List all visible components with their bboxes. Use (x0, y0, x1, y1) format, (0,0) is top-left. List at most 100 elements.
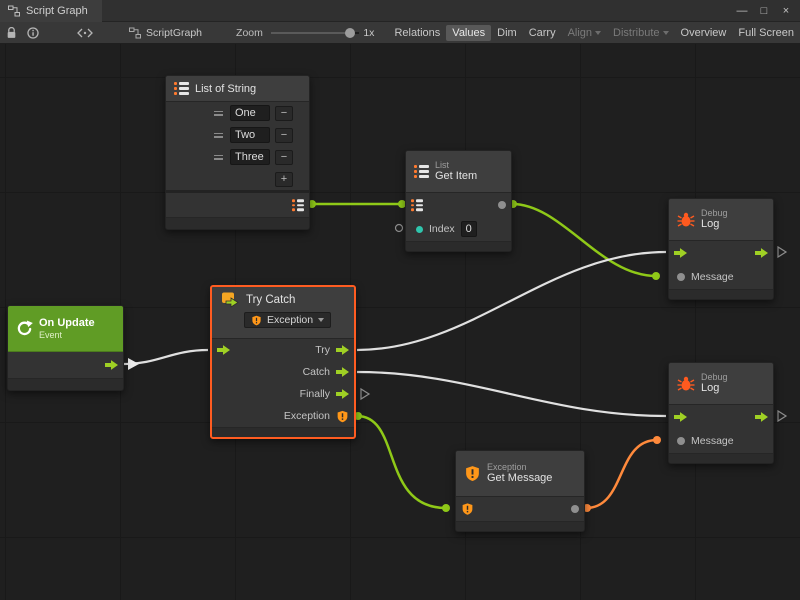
graph-canvas[interactable]: List of String One − Two − Three − + (0, 44, 800, 600)
align-dropdown[interactable]: Align (562, 25, 607, 41)
try-output-port[interactable] (336, 345, 349, 355)
node-title: List of String (195, 82, 257, 95)
finally-output-port[interactable] (336, 389, 349, 399)
item-output-port[interactable] (498, 201, 506, 209)
list-output-port[interactable] (292, 199, 304, 211)
relations-button[interactable]: Relations (394, 26, 441, 39)
message-output-port[interactable] (571, 505, 579, 513)
list-item-field-2[interactable]: Three (230, 149, 270, 165)
add-item-button[interactable]: + (275, 171, 293, 187)
message-port-row: Message (669, 429, 773, 453)
node-category: Debug (701, 371, 728, 382)
lock-icon[interactable] (6, 26, 17, 39)
wire-try-to-log[interactable] (356, 250, 667, 352)
list-item-field-0[interactable]: One (230, 105, 270, 121)
message-input-port[interactable] (677, 273, 685, 281)
node-category: Debug (701, 207, 728, 218)
wire-catch-to-log[interactable] (356, 370, 667, 418)
titlebar: Script Graph — □ × (0, 0, 800, 22)
fullscreen-button[interactable]: Full Screen (738, 26, 794, 39)
node-debug-log-top[interactable]: Debug Log Message (668, 198, 774, 300)
info-icon[interactable] (27, 26, 39, 39)
wire-endpoint-dot (442, 504, 450, 512)
node-footer (212, 427, 354, 437)
catch-output-port[interactable] (336, 367, 349, 377)
node-title: Log (701, 218, 720, 231)
node-footer (669, 289, 773, 299)
list-input-port[interactable] (411, 199, 423, 211)
zoom-label: Zoom (236, 26, 263, 39)
node-on-update[interactable]: On Update Event (7, 305, 124, 391)
flow-output-port[interactable] (755, 412, 768, 422)
window-controls: — □ × (736, 5, 800, 17)
exception-output-port[interactable] (336, 410, 349, 423)
node-header: Debug Log (669, 199, 773, 241)
flow-input-port[interactable] (674, 412, 687, 422)
node-get-message[interactable]: Exception Get Message (455, 450, 585, 532)
dropdown-value: Exception (267, 314, 314, 326)
node-debug-log-bottom[interactable]: Debug Log Message (668, 362, 774, 464)
values-button[interactable]: Values (446, 24, 492, 41)
wire-getitem-to-log[interactable] (511, 202, 657, 278)
bug-icon (677, 376, 695, 391)
flow-continuation-triangle[interactable] (360, 387, 371, 401)
breadcrumb[interactable]: ScriptGraph (146, 26, 203, 39)
overview-button[interactable]: Overview (680, 26, 727, 39)
breadcrumb-graph-icon (129, 27, 141, 39)
carry-button[interactable]: Carry (528, 26, 556, 39)
list-item-field-1[interactable]: Two (230, 127, 270, 143)
drag-handle-icon[interactable] (214, 110, 223, 116)
list-icon (174, 82, 189, 95)
flow-input-port[interactable] (674, 248, 687, 258)
zoom-slider-handle[interactable] (344, 27, 355, 38)
node-header: Try Catch Exception (212, 287, 354, 339)
wire-update-to-trycatch[interactable] (123, 348, 209, 366)
message-input-port[interactable] (677, 437, 685, 445)
node-footer (406, 241, 511, 251)
zoom-slider-fill (270, 31, 349, 34)
minimize-icon[interactable]: — (736, 4, 748, 17)
zoom-slider[interactable] (270, 27, 359, 39)
warning-icon (466, 466, 479, 481)
flow-continuation-triangle[interactable] (777, 245, 788, 259)
node-list-of-string[interactable]: List of String One − Two − Three − + (165, 75, 310, 230)
index-input-port[interactable] (416, 225, 423, 233)
distribute-label: Distribute (613, 26, 660, 39)
node-get-item[interactable]: List Get Item Index 0 (405, 150, 512, 252)
wire-endpoint-dot (583, 504, 591, 512)
tab-script-graph[interactable]: Script Graph (0, 0, 102, 22)
wire-getmessage-to-log[interactable] (585, 438, 658, 510)
flow-continuation-triangle[interactable] (777, 409, 788, 423)
node-category: List (435, 159, 450, 170)
index-value-field[interactable]: 0 (460, 221, 477, 237)
flow-port-row (669, 241, 773, 265)
close-icon[interactable]: × (782, 4, 790, 17)
tab-title: Script Graph (26, 4, 88, 17)
flow-output-port[interactable] (755, 248, 768, 258)
unconnected-value-port[interactable] (394, 223, 404, 233)
exception-type-dropdown[interactable]: Exception (244, 312, 332, 328)
list-item-row: One − (166, 102, 309, 124)
try-label: Try (315, 344, 330, 356)
remove-item-button[interactable]: − (275, 127, 293, 143)
message-port-row: Message (669, 265, 773, 289)
node-footer (669, 453, 773, 463)
remove-item-button[interactable]: − (275, 105, 293, 121)
wire-exception-to-getmessage[interactable] (356, 414, 447, 510)
flow-output-port[interactable] (105, 360, 118, 370)
exception-input-port[interactable] (461, 503, 474, 516)
remove-item-button[interactable]: − (275, 149, 293, 165)
drag-handle-icon[interactable] (214, 154, 223, 160)
chevrons-icon[interactable] (77, 28, 93, 38)
dim-button[interactable]: Dim (497, 26, 517, 39)
node-header: List Get Item (406, 151, 511, 193)
flow-input-port[interactable] (217, 345, 230, 355)
distribute-dropdown[interactable]: Distribute (607, 25, 674, 41)
drag-handle-icon[interactable] (214, 132, 223, 138)
bug-icon (677, 212, 695, 227)
maximize-icon[interactable]: □ (760, 4, 768, 17)
port-row (456, 497, 584, 521)
warning-icon (252, 315, 261, 325)
node-try-catch[interactable]: Try Catch Exception Try Catch (210, 285, 356, 439)
wire-endpoint-dot (354, 412, 362, 420)
